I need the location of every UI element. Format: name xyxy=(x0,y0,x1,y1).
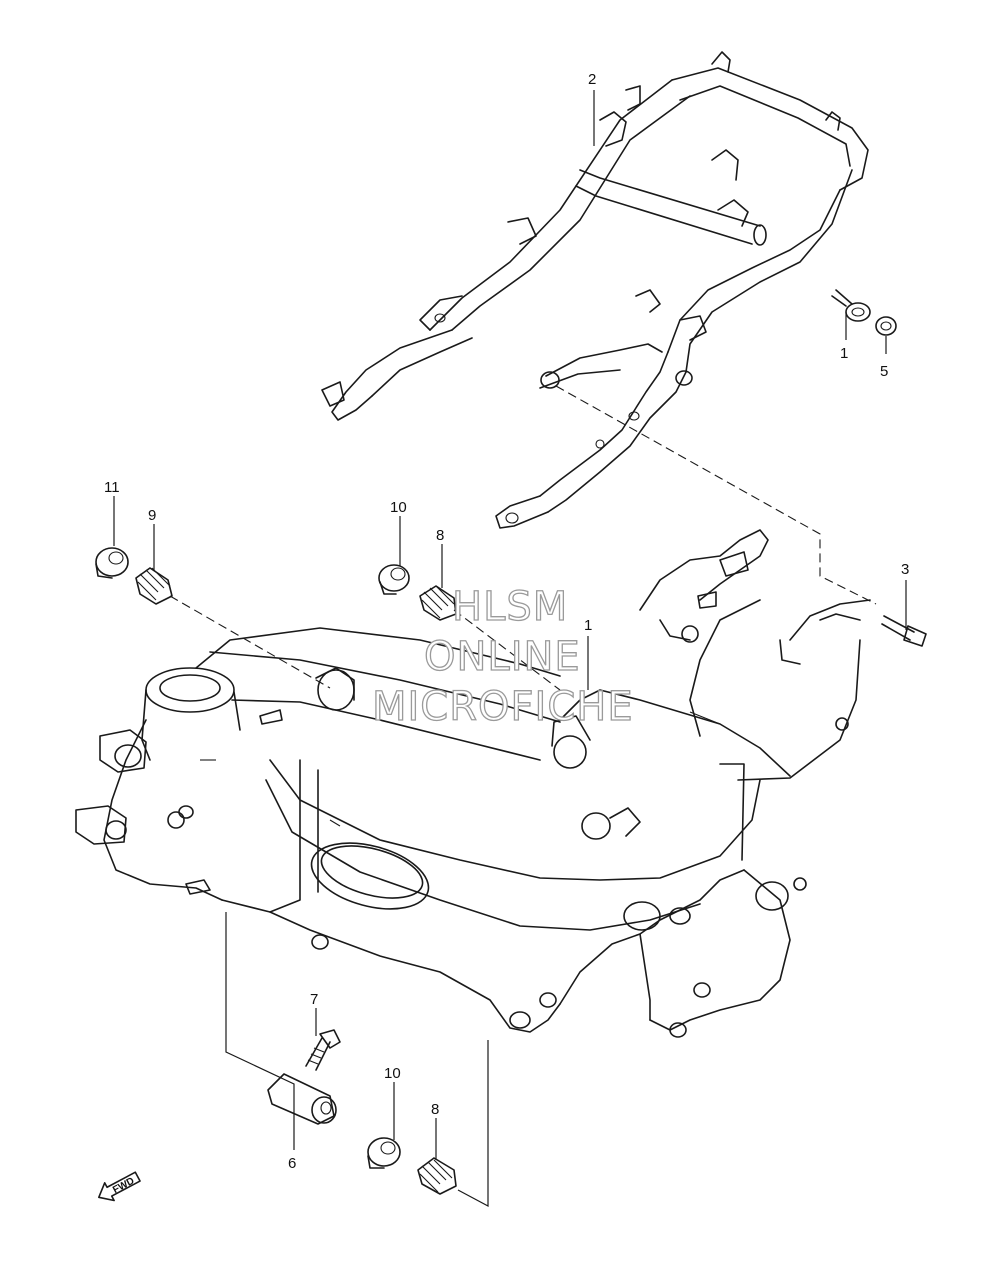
nut-part-11[interactable] xyxy=(95,547,129,579)
seat-rail-frame[interactable] xyxy=(321,51,869,529)
main-frame[interactable] xyxy=(75,529,871,1038)
part-label-3: 3 xyxy=(901,561,909,578)
watermark-line-2: ONLINE xyxy=(424,634,581,680)
part-label-6: 6 xyxy=(288,1155,296,1172)
part-label-7: 7 xyxy=(310,991,318,1008)
assembly-guide-lines xyxy=(169,385,877,691)
bolt-part-1[interactable] xyxy=(831,289,871,322)
part-label-8-lower: 8 xyxy=(431,1101,439,1118)
part-label-10-upper: 10 xyxy=(390,499,407,516)
part-label-11: 11 xyxy=(104,479,120,496)
part-label-9: 9 xyxy=(148,507,156,524)
forward-arrow-label: FWD xyxy=(111,1176,136,1196)
part-label-1-upper: 1 xyxy=(840,345,848,362)
cushion-part-9[interactable] xyxy=(135,567,173,605)
forward-arrow-icon: FWD xyxy=(98,1171,141,1202)
bolt-part-7[interactable] xyxy=(305,1029,341,1071)
bolt-part-3[interactable] xyxy=(881,615,927,647)
part-label-10-lower: 10 xyxy=(384,1065,401,1082)
collar-part-5[interactable] xyxy=(875,316,897,336)
leader-lines xyxy=(113,90,907,1207)
part-number-labels: 2 1 5 3 11 9 10 8 1 7 10 8 6 xyxy=(104,71,909,1172)
part-label-5: 5 xyxy=(880,363,888,380)
nut-part-10-lower[interactable] xyxy=(367,1137,401,1169)
nut-part-10-upper[interactable] xyxy=(378,564,410,595)
cushion-part-8-lower[interactable] xyxy=(417,1157,457,1195)
watermark-line-1: HLSM xyxy=(452,584,568,630)
collar-part-6[interactable] xyxy=(267,1073,337,1125)
part-label-1-lower: 1 xyxy=(584,617,592,634)
watermark-line-3: MICROFICHE xyxy=(372,684,634,730)
cushion-part-8-upper[interactable] xyxy=(419,585,457,621)
part-label-8-upper: 8 xyxy=(436,527,444,544)
part-label-2: 2 xyxy=(588,71,596,88)
watermark: HLSM ONLINE MICROFICHE xyxy=(371,583,634,730)
